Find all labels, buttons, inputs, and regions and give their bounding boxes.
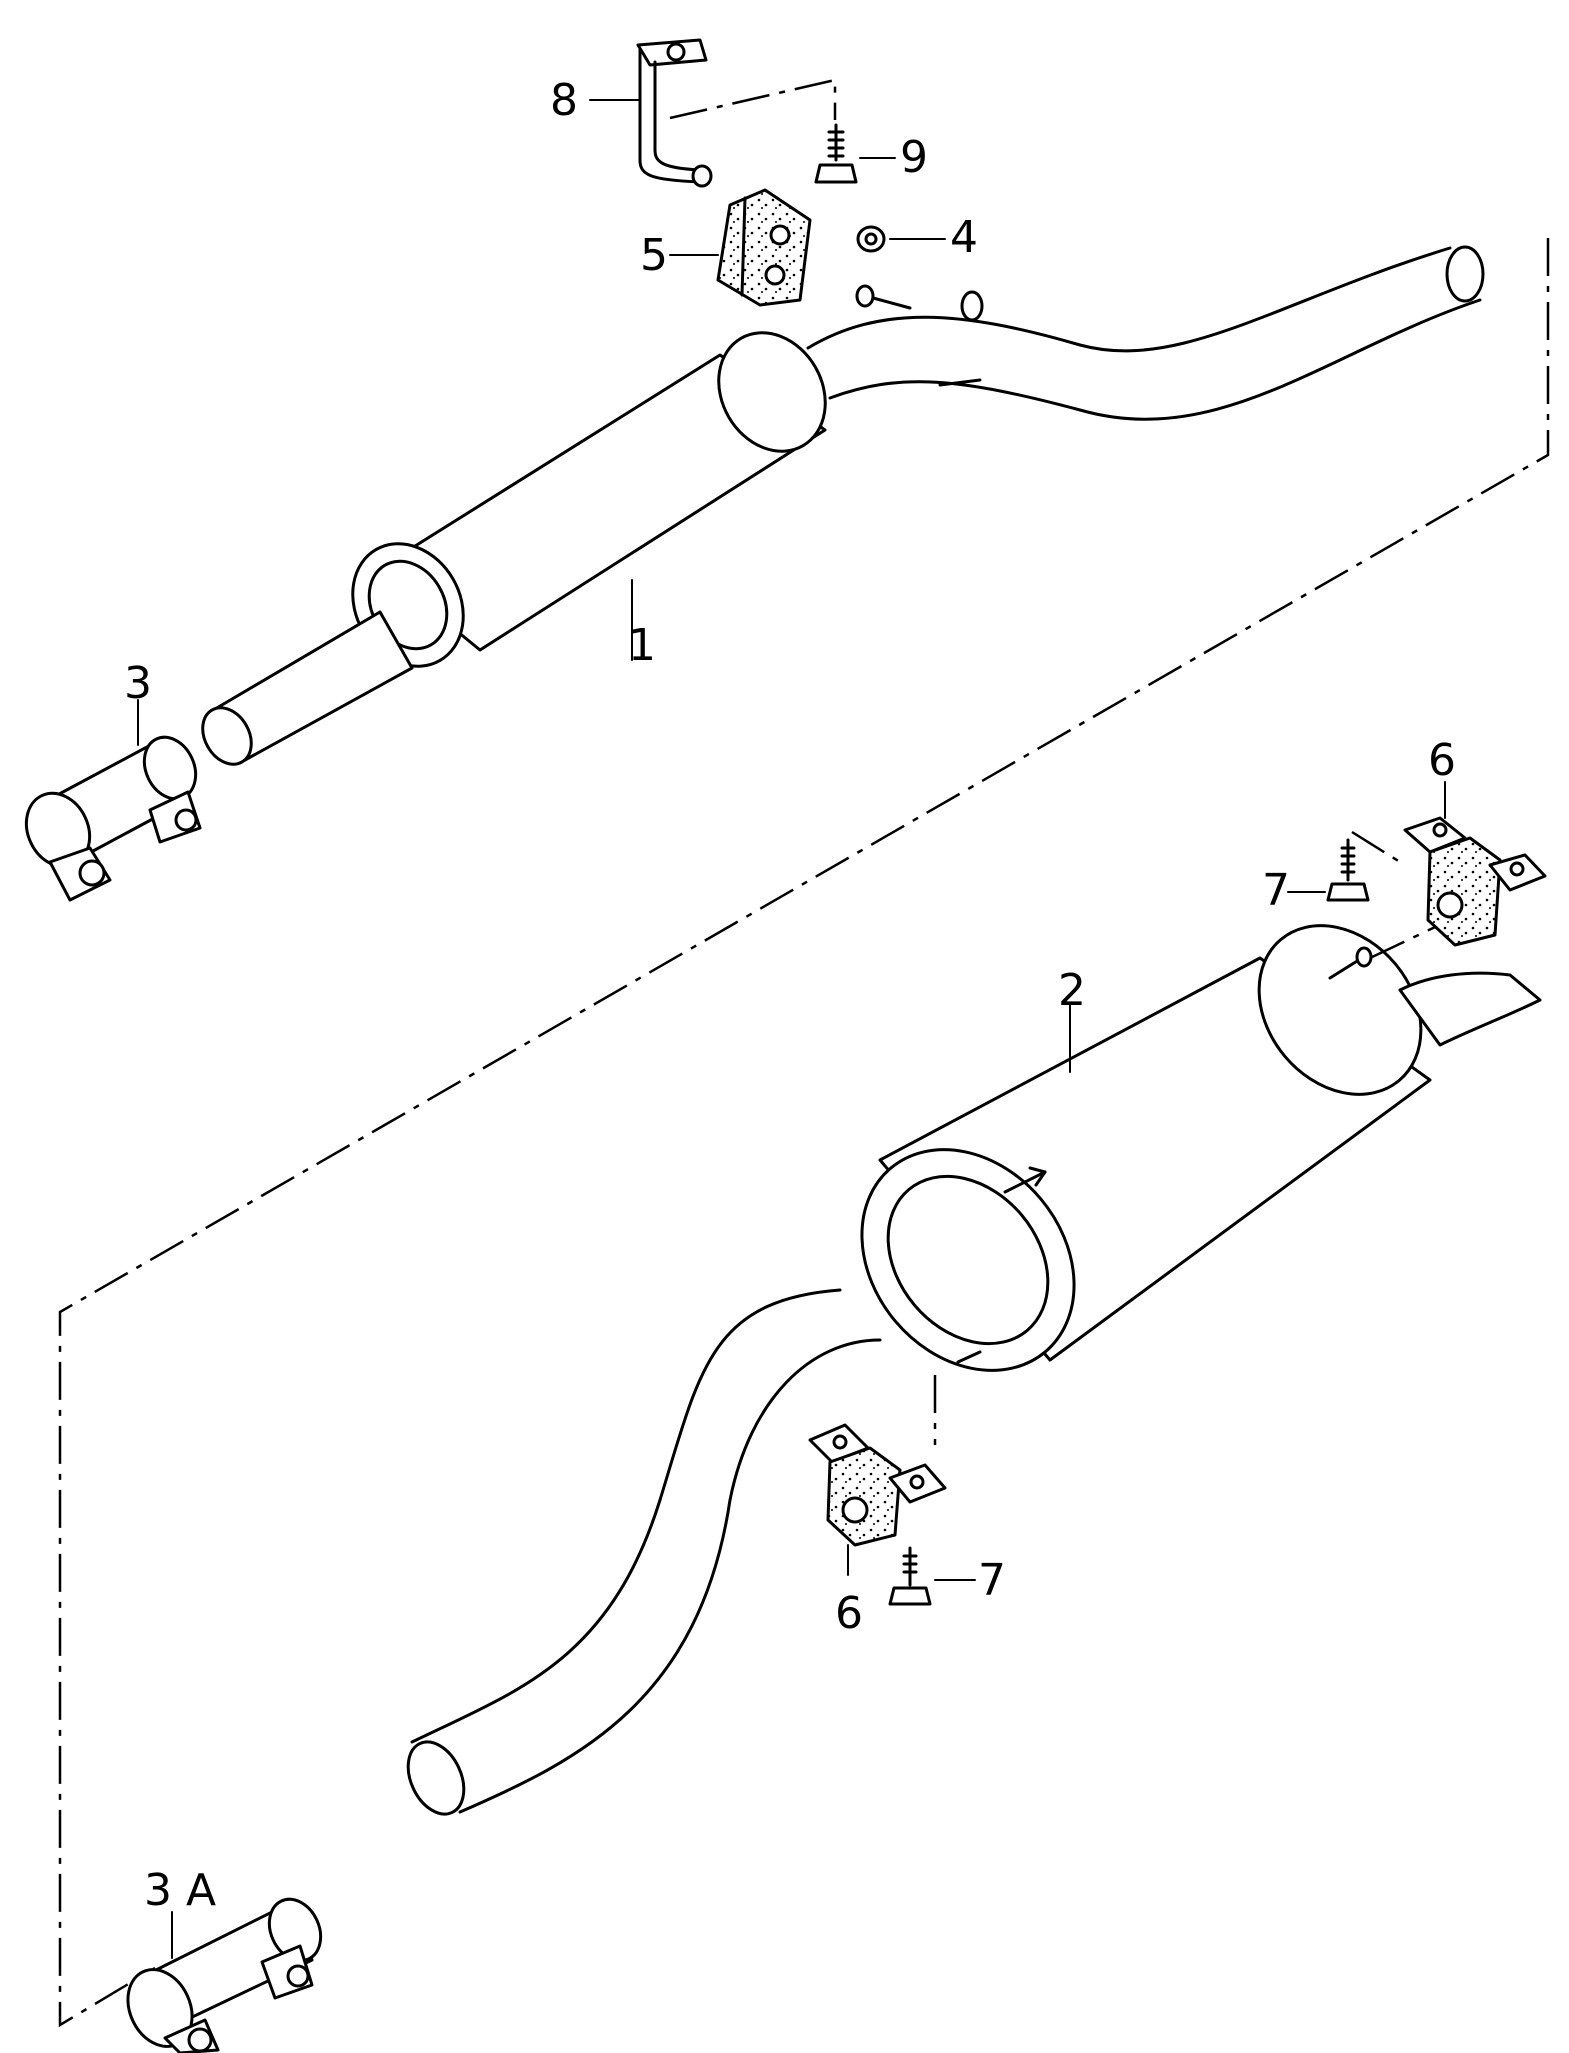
- front-silencer-part-1: [201, 245, 1485, 766]
- bracket-part-6-upper: [1351, 781, 1547, 947]
- part-label-6-upper: 6: [1428, 735, 1456, 786]
- part-label-3a: 3 A: [144, 1865, 216, 1916]
- part-label-4: 4: [950, 212, 978, 263]
- bolt-part-7-upper: [1287, 838, 1370, 902]
- rear-silencer-part-2: [406, 918, 1542, 1816]
- part-label-1: 1: [628, 620, 656, 671]
- part-label-8: 8: [550, 75, 578, 126]
- rubber-mount-part-5: [669, 188, 812, 307]
- part-label-6-lower: 6: [835, 1588, 863, 1639]
- clamp-part-3: [24, 699, 202, 902]
- bolt-part-9: [814, 123, 896, 184]
- part-label-2: 2: [1058, 965, 1086, 1016]
- washer-part-4: [856, 225, 946, 253]
- part-label-3: 3: [124, 658, 152, 709]
- part-label-9: 9: [900, 132, 928, 183]
- bracket-part-6-lower: [808, 1423, 947, 1576]
- part-label-7-upper: 7: [1262, 865, 1290, 916]
- part-label-5: 5: [640, 230, 668, 281]
- clamp-part-3a: [126, 1897, 323, 2053]
- assembly-outline: [58, 238, 1550, 2028]
- bolt-part-7-lower: [888, 1546, 976, 1606]
- hanger-bracket-part-8: [589, 38, 837, 188]
- part-label-7-lower: 7: [978, 1555, 1006, 1606]
